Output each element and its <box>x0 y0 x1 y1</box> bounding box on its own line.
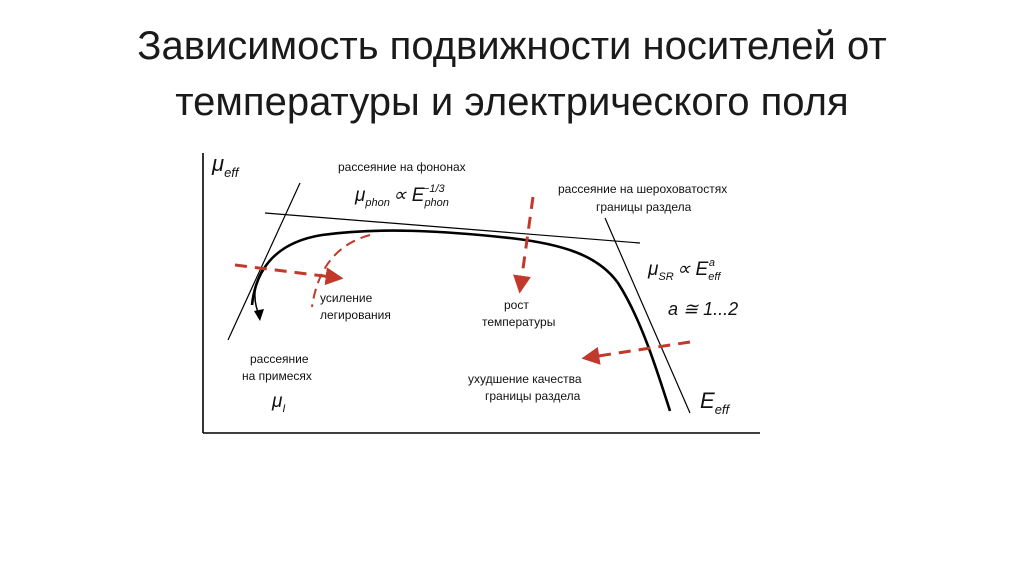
surface-formula: μSR∝ Eeff−a <box>647 257 721 283</box>
x-axis-label: Eeff <box>700 388 731 417</box>
impurity-pointer-head <box>254 309 264 321</box>
temperature-label-1: рост <box>504 298 529 312</box>
doping-label-2: легирования <box>320 308 391 322</box>
surface-range: a ≅ 1...2 <box>668 299 738 319</box>
phonon-limit-line <box>264 212 641 244</box>
interface-label-1: ухудшение качества <box>468 372 582 386</box>
title-line-2: температуры и электрического поля <box>175 80 849 124</box>
phonon-formula: μphon∝ Ephon−1/3 <box>354 183 449 209</box>
surface-label-2: границы раздела <box>596 200 692 214</box>
surface-label-1: рассеяние на шероховатостях <box>558 182 727 196</box>
doping-curve-shift <box>311 234 371 308</box>
mobility-diagram: μeff Eeff рассеяние на фононах μphon∝ Ep… <box>202 151 760 434</box>
y-axis-label: μeff <box>211 151 240 180</box>
slide-title: Зависимость подвижности носителей от тем… <box>0 18 1024 130</box>
interface-label-2: границы раздела <box>485 389 581 403</box>
doping-label-1: усиление <box>320 291 373 305</box>
temperature-arrow <box>513 196 535 294</box>
impurity-label-1: рассеяние <box>250 352 309 366</box>
interface-arrow <box>581 340 691 365</box>
impurity-label-2: на примесях <box>242 369 312 383</box>
mobility-curve <box>250 229 672 412</box>
temperature-label-2: температуры <box>482 315 555 329</box>
impurity-formula: μI <box>271 391 285 415</box>
title-line-1: Зависимость подвижности носителей от <box>137 24 887 68</box>
impurity-limit-line <box>227 182 301 341</box>
phonon-label: рассеяние на фононах <box>338 160 466 174</box>
doping-arrow <box>234 263 344 286</box>
surface-limit-line <box>604 217 691 414</box>
